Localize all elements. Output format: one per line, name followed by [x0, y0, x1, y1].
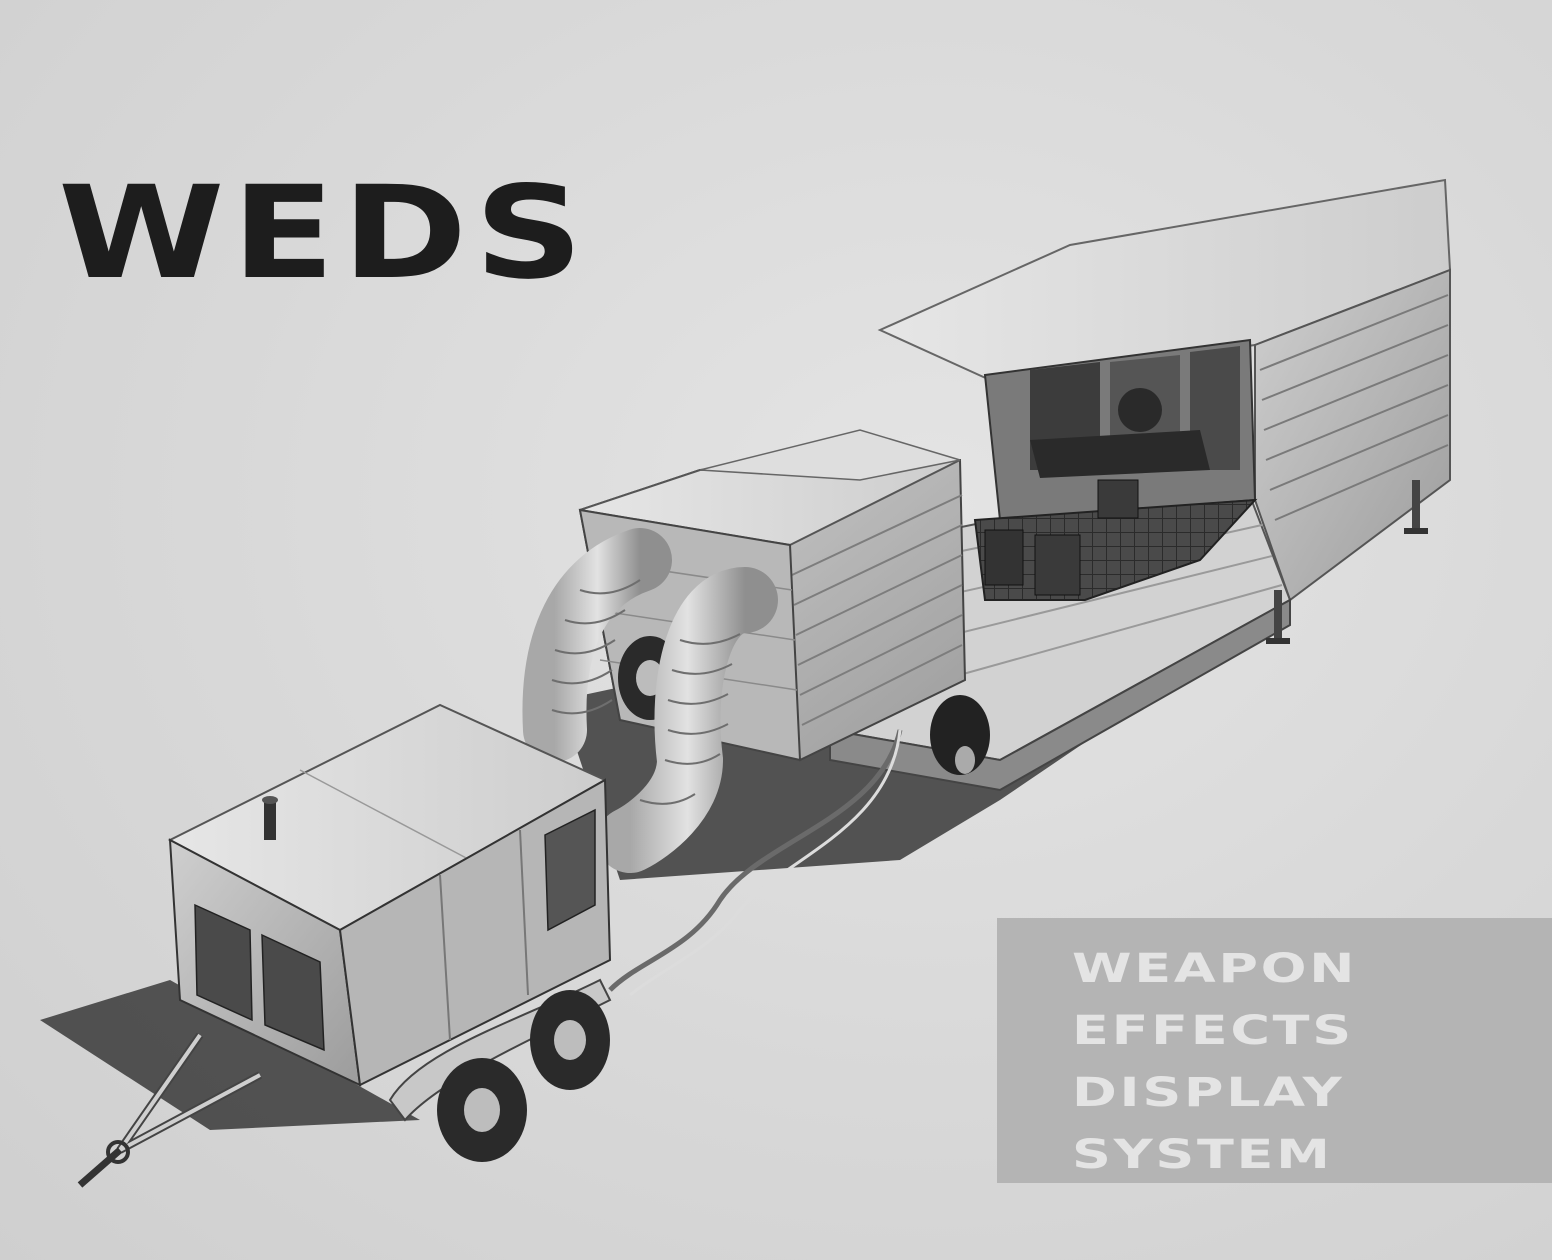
caption-line-4: SYSTEM — [1072, 1132, 1333, 1178]
power-cable — [608, 729, 903, 992]
system-name-caption: WEAPON EFFECTS DISPLAY SYSTEM — [997, 918, 1552, 1183]
caption-line-2: EFFECTS — [1072, 1008, 1354, 1054]
page-title: WEDS — [58, 159, 591, 308]
caption-line-3: DISPLAY — [1072, 1070, 1345, 1116]
ventilation-ducts — [522, 528, 778, 873]
caption-line-1: WEAPON — [1072, 946, 1358, 992]
generator-trailer — [77, 703, 612, 1188]
